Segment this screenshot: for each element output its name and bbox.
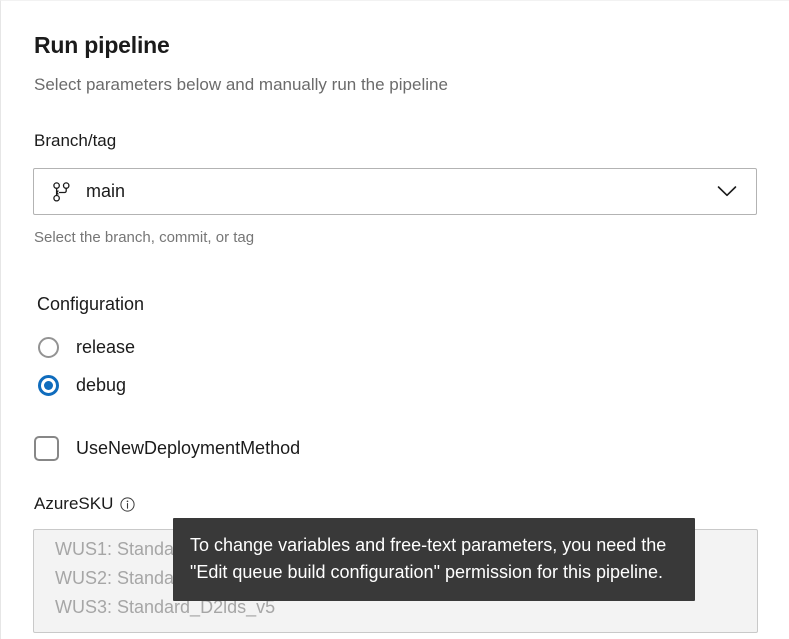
checkbox-option-usenewdeploymentmethod[interactable]: UseNewDeploymentMethod <box>34 434 300 462</box>
radio-label-release: release <box>76 336 136 357</box>
chevron-down-icon[interactable] <box>716 181 738 203</box>
radio-label-debug: debug <box>76 374 127 395</box>
page-title: Run pipeline <box>34 32 170 58</box>
radio-option-release[interactable]: release <box>38 334 135 360</box>
configuration-heading: Configuration <box>37 294 145 314</box>
branch-tag-help-text: Select the branch, commit, or tag <box>34 229 255 246</box>
page-subtitle: Select parameters below and manually run… <box>34 75 448 94</box>
list-item[interactable]: WUS3: Standard_D2lds_v5 <box>55 597 276 617</box>
branch-tag-label: Branch/tag <box>34 131 117 150</box>
permission-tooltip: To change variables and free-text parame… <box>173 518 695 601</box>
info-icon[interactable] <box>120 496 135 512</box>
radio-option-debug[interactable]: debug <box>38 372 126 398</box>
azuresku-label-row: AzureSKU <box>34 493 135 515</box>
branch-tag-value: main <box>86 181 126 201</box>
branch-tag-picker[interactable]: main <box>33 168 757 215</box>
radio-mark-release[interactable] <box>38 336 59 358</box>
git-branch-icon <box>51 181 71 203</box>
checkbox-label-usenewdeploymentmethod: UseNewDeploymentMethod <box>76 437 301 458</box>
checkbox-mark-usenewdeploymentmethod[interactable] <box>34 435 59 461</box>
radio-mark-debug[interactable] <box>38 374 59 396</box>
azuresku-label: AzureSKU <box>34 494 114 513</box>
